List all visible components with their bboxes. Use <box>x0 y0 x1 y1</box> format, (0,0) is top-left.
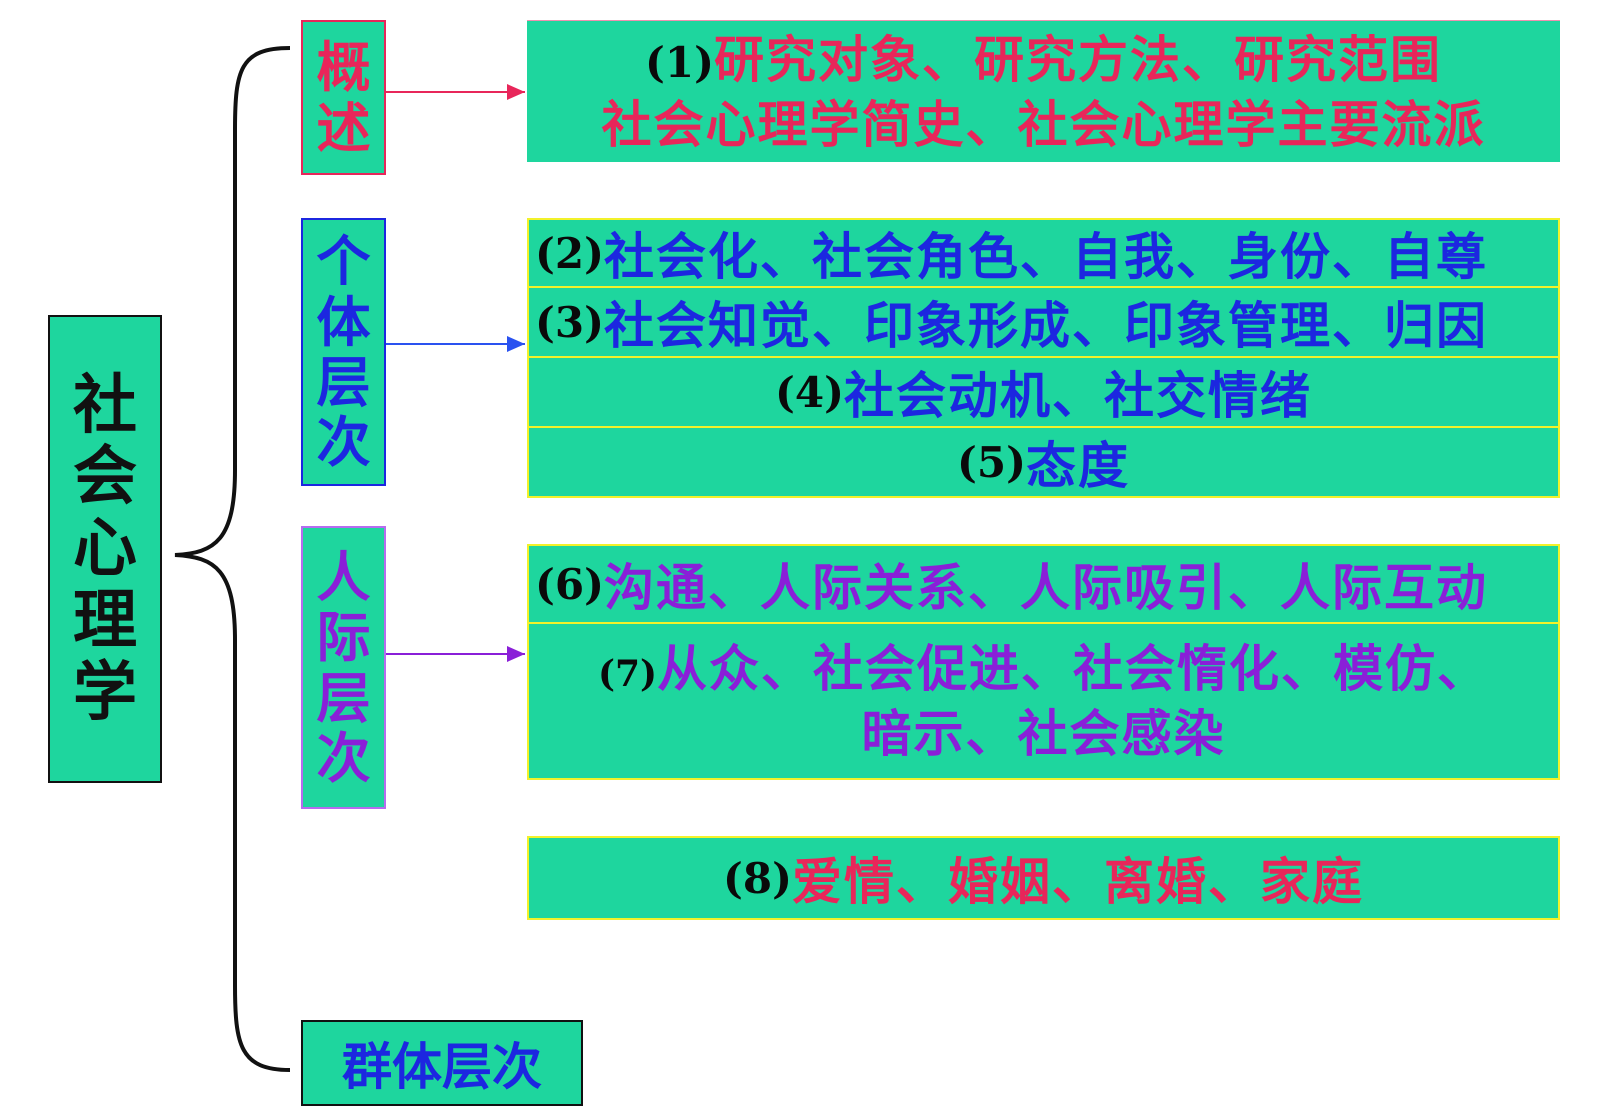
item-text: 社会动机、社交情绪 <box>843 366 1312 425</box>
root-char: 学 <box>73 654 137 730</box>
category-individual: 个 体 层 次 <box>301 218 386 486</box>
item-number: (5) <box>957 437 1026 487</box>
root-char: 心 <box>73 511 137 587</box>
item-7-line1: (7)从众、社会促进、社会惰化、模仿、 <box>598 636 1489 701</box>
item-text: 爱情、婚姻、离婚、家庭 <box>791 852 1364 911</box>
item-text: 社会化、社会角色、自我、身份、自尊 <box>603 227 1488 286</box>
item-6: (6)沟通、人际关系、人际吸引、人际互动 <box>527 544 1560 624</box>
item-text: 态度 <box>1025 436 1130 495</box>
category-char: 人 <box>316 544 371 609</box>
category-char: 个 <box>316 229 371 294</box>
item-number: (4) <box>775 367 844 417</box>
item-7: (7)从众、社会促进、社会惰化、模仿、 暗示、社会感染 <box>527 624 1560 780</box>
item-number: (7) <box>597 653 658 695</box>
item-4: (4)社会动机、社交情绪 <box>527 358 1560 428</box>
category-char: 层 <box>316 350 371 414</box>
category-group: 群体层次 <box>301 1020 583 1106</box>
item-text: 沟通、人际关系、人际吸引、人际互动 <box>603 558 1488 617</box>
item-number: (2) <box>535 228 604 278</box>
item-1: (1)研究对象、研究方法、研究范围 社会心理学简史、社会心理学主要流派 <box>527 20 1560 162</box>
curly-brace <box>174 46 291 1072</box>
item-text: 社会心理学简史、社会心理学主要流派 <box>601 94 1486 154</box>
category-char: 次 <box>316 725 371 790</box>
root-node: 社 会 心 理 学 <box>48 315 162 783</box>
category-group-label: 群体层次 <box>342 1037 542 1096</box>
category-char: 层 <box>316 665 371 730</box>
item-text: 暗示、社会感染 <box>861 704 1226 763</box>
item-1-line2: 社会心理学简史、社会心理学主要流派 <box>602 92 1486 157</box>
category-char: 述 <box>316 95 371 160</box>
item-5: (5)态度 <box>527 428 1560 498</box>
item-number: (3) <box>535 297 604 347</box>
category-char: 次 <box>316 410 371 475</box>
item-text: 从众、社会促进、社会惰化、模仿、 <box>657 639 1490 698</box>
item-3: (3)社会知觉、印象形成、印象管理、归因 <box>527 288 1560 358</box>
item-7-line2: 暗示、社会感染 <box>862 701 1226 766</box>
item-1-line1: (1)研究对象、研究方法、研究范围 <box>645 27 1442 92</box>
category-interpersonal: 人 际 层 次 <box>301 526 386 809</box>
item-number: (6) <box>535 559 604 609</box>
item-text: 研究对象、研究方法、研究范围 <box>713 29 1442 89</box>
item-number: (1) <box>645 37 714 87</box>
item-8: (8)爱情、婚姻、离婚、家庭 <box>527 836 1560 920</box>
item-text: 社会知觉、印象形成、印象管理、归因 <box>603 296 1488 355</box>
root-char: 社 <box>73 367 137 443</box>
item-number: (8) <box>723 853 792 903</box>
root-char: 会 <box>73 439 137 515</box>
category-overview: 概 述 <box>301 20 386 175</box>
category-char: 际 <box>316 605 371 670</box>
category-char: 概 <box>316 35 371 100</box>
category-char: 体 <box>316 289 371 354</box>
item-2: (2)社会化、社会角色、自我、身份、自尊 <box>527 218 1560 288</box>
root-char: 理 <box>73 582 137 658</box>
